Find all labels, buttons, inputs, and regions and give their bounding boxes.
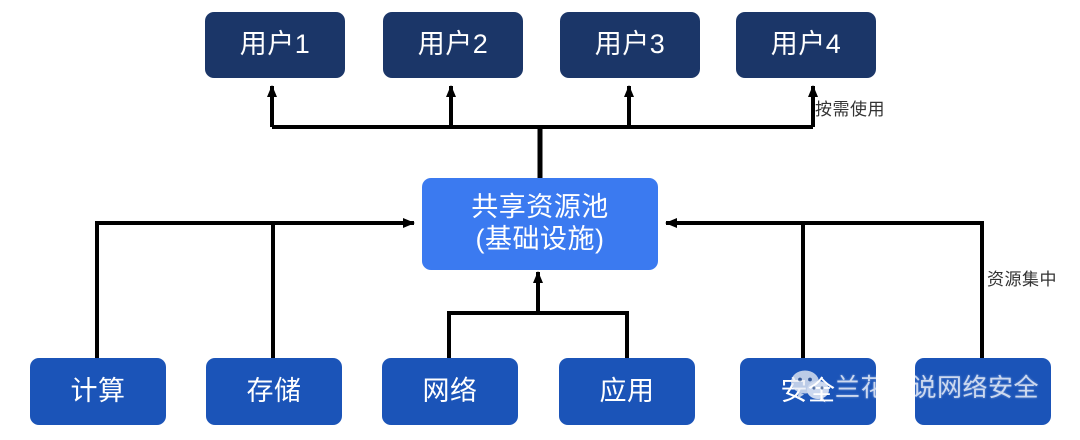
node-resource-application[interactable]: 应用 [559,358,695,425]
node-resource-obscured[interactable] [915,358,1051,425]
connector-middle-resources-to-pool [447,271,629,358]
node-user-4-label: 用户4 [770,29,842,60]
node-user-4[interactable]: 用户4 [736,12,876,78]
node-resource-security-label: 安全 [780,375,836,406]
edge-label-on-demand-usage: 按需使用 [815,100,885,119]
connector-left-resources-to-pool [95,218,415,358]
node-resource-application-label: 应用 [599,375,655,406]
node-resource-storage[interactable]: 存储 [206,358,342,425]
node-user-3[interactable]: 用户3 [560,12,700,78]
node-resource-network[interactable]: 网络 [382,358,518,425]
node-resource-compute-label: 计算 [70,375,126,406]
connector-right-resources-to-pool [665,218,984,358]
connector-pool-to-users-trunk [272,125,813,178]
node-resource-storage-label: 存储 [246,375,302,406]
node-resource-compute[interactable]: 计算 [30,358,166,425]
node-user-2[interactable]: 用户2 [383,12,523,78]
node-user-2-label: 用户2 [417,29,489,60]
node-shared-resource-pool-label: 共享资源池 (基础设施) [471,192,609,254]
node-resource-security[interactable]: 安全 [740,358,876,425]
node-resource-network-label: 网络 [422,375,478,406]
node-user-3-label: 用户3 [594,29,666,60]
node-user-1-label: 用户1 [239,29,311,60]
node-user-1[interactable]: 用户1 [205,12,345,78]
edge-label-resource-centralization: 资源集中 [987,270,1057,289]
node-shared-resource-pool[interactable]: 共享资源池 (基础设施) [422,178,658,270]
